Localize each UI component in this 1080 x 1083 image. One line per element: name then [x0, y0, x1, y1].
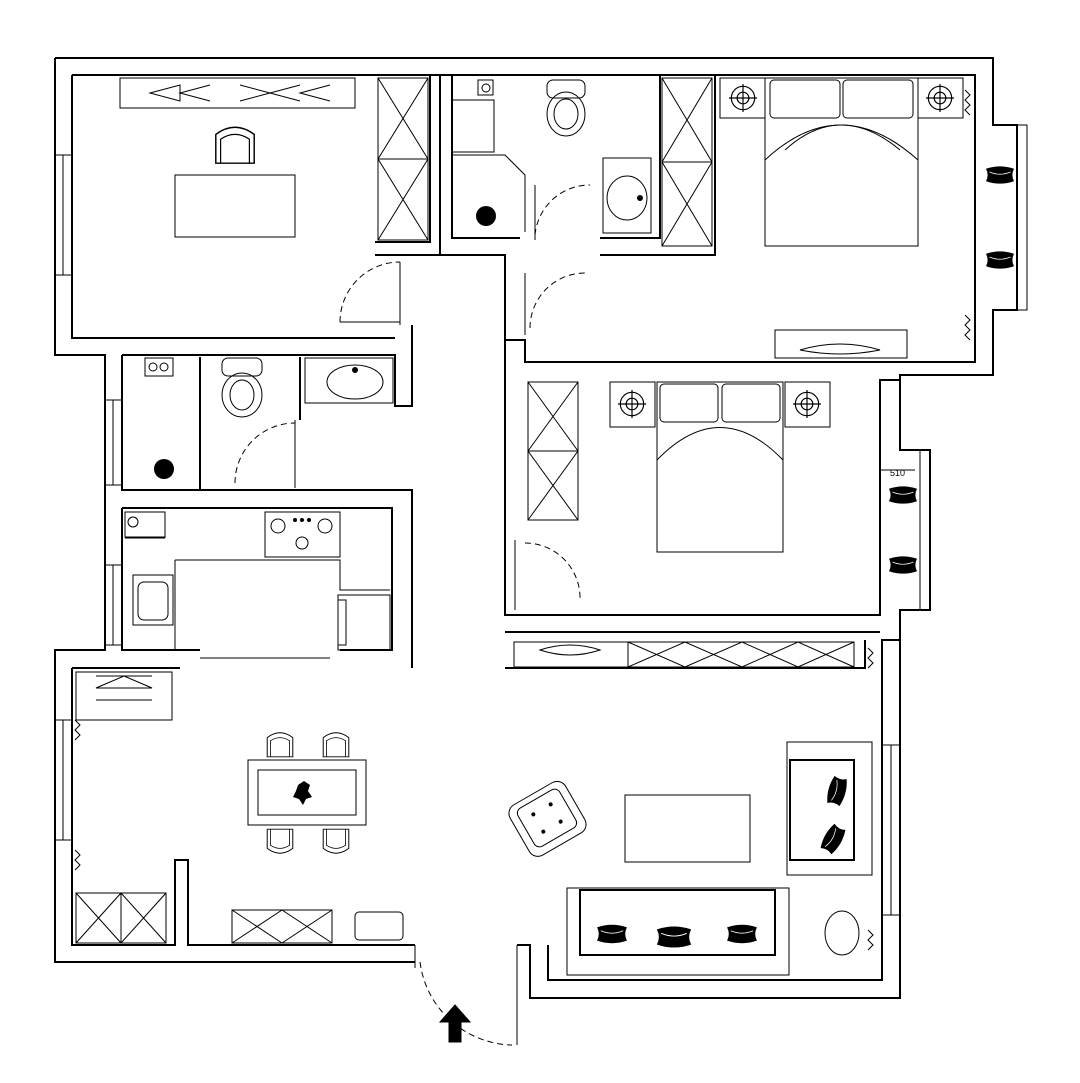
- dining-chair-icon: [322, 732, 350, 758]
- entry-arrow-icon: [438, 1004, 472, 1043]
- cushion-icon: [985, 251, 1015, 269]
- shower-screen: [452, 154, 526, 232]
- study-room: [119, 77, 429, 325]
- dining-chair-icon: [266, 732, 294, 758]
- toilet-icon: [546, 79, 586, 137]
- master-bed: [764, 77, 919, 247]
- sink-icon: [304, 357, 394, 404]
- bath-door-swing: [534, 184, 591, 236]
- master-door-swing: [529, 272, 586, 329]
- second-bathroom: [144, 357, 394, 488]
- dining-chair-icon: [266, 828, 294, 854]
- shower-head-icon: [476, 206, 496, 226]
- windows: [54, 124, 1028, 916]
- bath2-door-swing: [234, 422, 296, 484]
- sofa-bottom: [566, 887, 790, 976]
- second-bed: [656, 381, 784, 553]
- entry-door-swing: [419, 961, 513, 1046]
- side-table: [824, 910, 860, 956]
- study-door-swing: [339, 261, 401, 323]
- second-door-swing: [524, 542, 581, 601]
- master-tv-cabinet: [774, 329, 908, 359]
- shower-head-icon: [154, 459, 174, 479]
- lamp-icon: [926, 84, 954, 112]
- living-room: [508, 641, 874, 976]
- dining-chair-icon: [322, 828, 350, 854]
- dimension-label: 510: [890, 468, 905, 478]
- kitchen-sink-icon: [132, 574, 174, 626]
- master-bedroom: [524, 77, 1015, 359]
- dining-area: [74, 671, 404, 944]
- study-bookshelf: [119, 77, 356, 109]
- office-chair-icon: [215, 126, 255, 164]
- bath-cabinet: [451, 99, 495, 153]
- entrance: [414, 945, 518, 1046]
- armchair-icon: [508, 780, 587, 857]
- kitchen: [124, 511, 391, 659]
- nightstand-left: [609, 381, 656, 428]
- sofa-right: [786, 741, 873, 876]
- exterior-walls: [54, 57, 1018, 999]
- coffee-table: [624, 794, 751, 863]
- nightstand-right: [784, 381, 831, 428]
- cushion-icon: [888, 556, 918, 574]
- lamp-icon: [729, 84, 757, 112]
- master-bathroom: [451, 79, 652, 240]
- flower-vase-icon: [293, 781, 312, 805]
- toilet-icon: [221, 357, 263, 418]
- sink-icon: [602, 157, 652, 234]
- dining-table: [247, 759, 367, 826]
- second-bedroom: [514, 381, 918, 616]
- lamp-icon: [793, 390, 821, 418]
- stove-icon: [264, 511, 341, 558]
- entry-cabinet: [231, 909, 333, 944]
- sideboard: [75, 671, 173, 721]
- lamp-icon: [618, 390, 646, 418]
- entry-bench: [354, 911, 404, 941]
- study-desk: [174, 174, 296, 238]
- cushion-icon: [985, 166, 1015, 184]
- cushion-icon: [888, 486, 918, 504]
